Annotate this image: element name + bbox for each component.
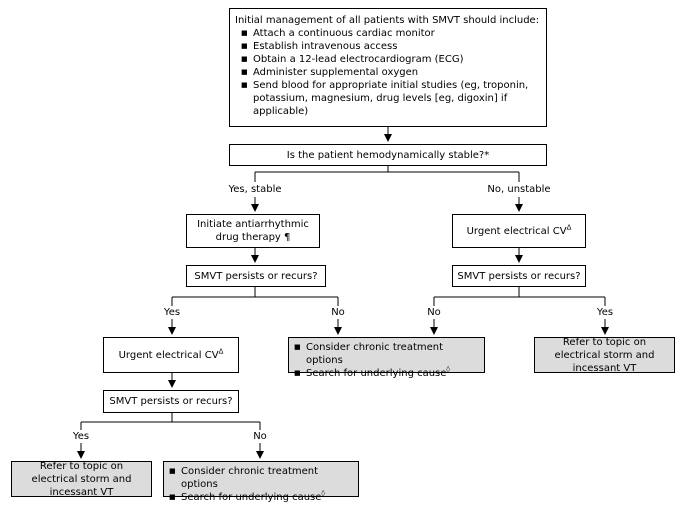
list-item: Administer supplemental oxygen [241,66,541,79]
yes-stable-label: Yes, stable [228,184,282,195]
diamond-footnote-mark: ◊ [321,489,325,498]
initial-management-title: Initial management of all patients with … [235,15,540,26]
delta-footnote-mark: Δ [566,223,572,232]
persists-text: SMVT persists or recurs? [194,270,318,282]
refer-storm-box-right: Refer to topic on electrical storm and i… [534,336,675,374]
urgent-cv-box-right: Urgent electrical CVΔ [452,214,586,248]
no-label: No [331,307,345,318]
no-label: No [427,307,441,318]
antiarrhythmic-text: Initiate antiarrhythmic drug therapy ¶ [197,219,309,243]
stability-question-text: Is the patient hemodynamically stable?* [286,149,490,161]
chronic-treatment-box-lower: Consider chronic treatment options Searc… [163,461,359,504]
no-unstable-label: No, unstable [487,184,551,195]
refer-storm-text: Refer to topic on electrical storm and i… [554,336,655,374]
list-item: Send blood for appropriate initial studi… [241,79,541,118]
list-item: Search for underlying cause◊ [169,489,353,504]
diamond-footnote-mark: ◊ [446,365,450,374]
initial-management-box: Initial management of all patients with … [229,8,547,127]
yes-label: Yes [72,431,90,442]
urgent-cv-text: Urgent electrical CV [466,225,567,237]
delta-footnote-mark: Δ [218,347,224,356]
refer-storm-box-lower: Refer to topic on electrical storm and i… [11,460,152,498]
persists-text: SMVT persists or recurs? [109,396,233,407]
refer-storm-text: Refer to topic on electrical storm and i… [31,460,132,498]
initial-management-list: Attach a continuous cardiac monitor Esta… [241,27,541,118]
persists-text: SMVT persists or recurs? [457,270,581,282]
persists-box-lower: SMVT persists or recurs? [103,390,239,413]
urgent-cv-box-lower: Urgent electrical CVΔ [103,337,239,373]
chronic-treatment-box-middle: Consider chronic treatment options Searc… [288,337,485,380]
list-item: Consider chronic treatment options [169,465,353,491]
antiarrhythmic-box: Initiate antiarrhythmic drug therapy ¶ [186,214,320,248]
list-item: Consider chronic treatment options [294,341,479,367]
list-item: Attach a continuous cardiac monitor [241,27,541,40]
persists-box-left: SMVT persists or recurs? [186,265,326,287]
list-item: Obtain a 12-lead electrocardiogram (ECG) [241,53,541,66]
yes-label: Yes [163,307,181,318]
no-label: No [253,431,267,442]
list-item: Establish intravenous access [241,40,541,53]
urgent-cv-text: Urgent electrical CV [118,349,219,361]
stability-question-box: Is the patient hemodynamically stable?* [229,144,547,166]
list-item: Search for underlying cause◊ [294,365,479,380]
persists-box-right: SMVT persists or recurs? [452,265,586,287]
yes-label: Yes [596,307,614,318]
